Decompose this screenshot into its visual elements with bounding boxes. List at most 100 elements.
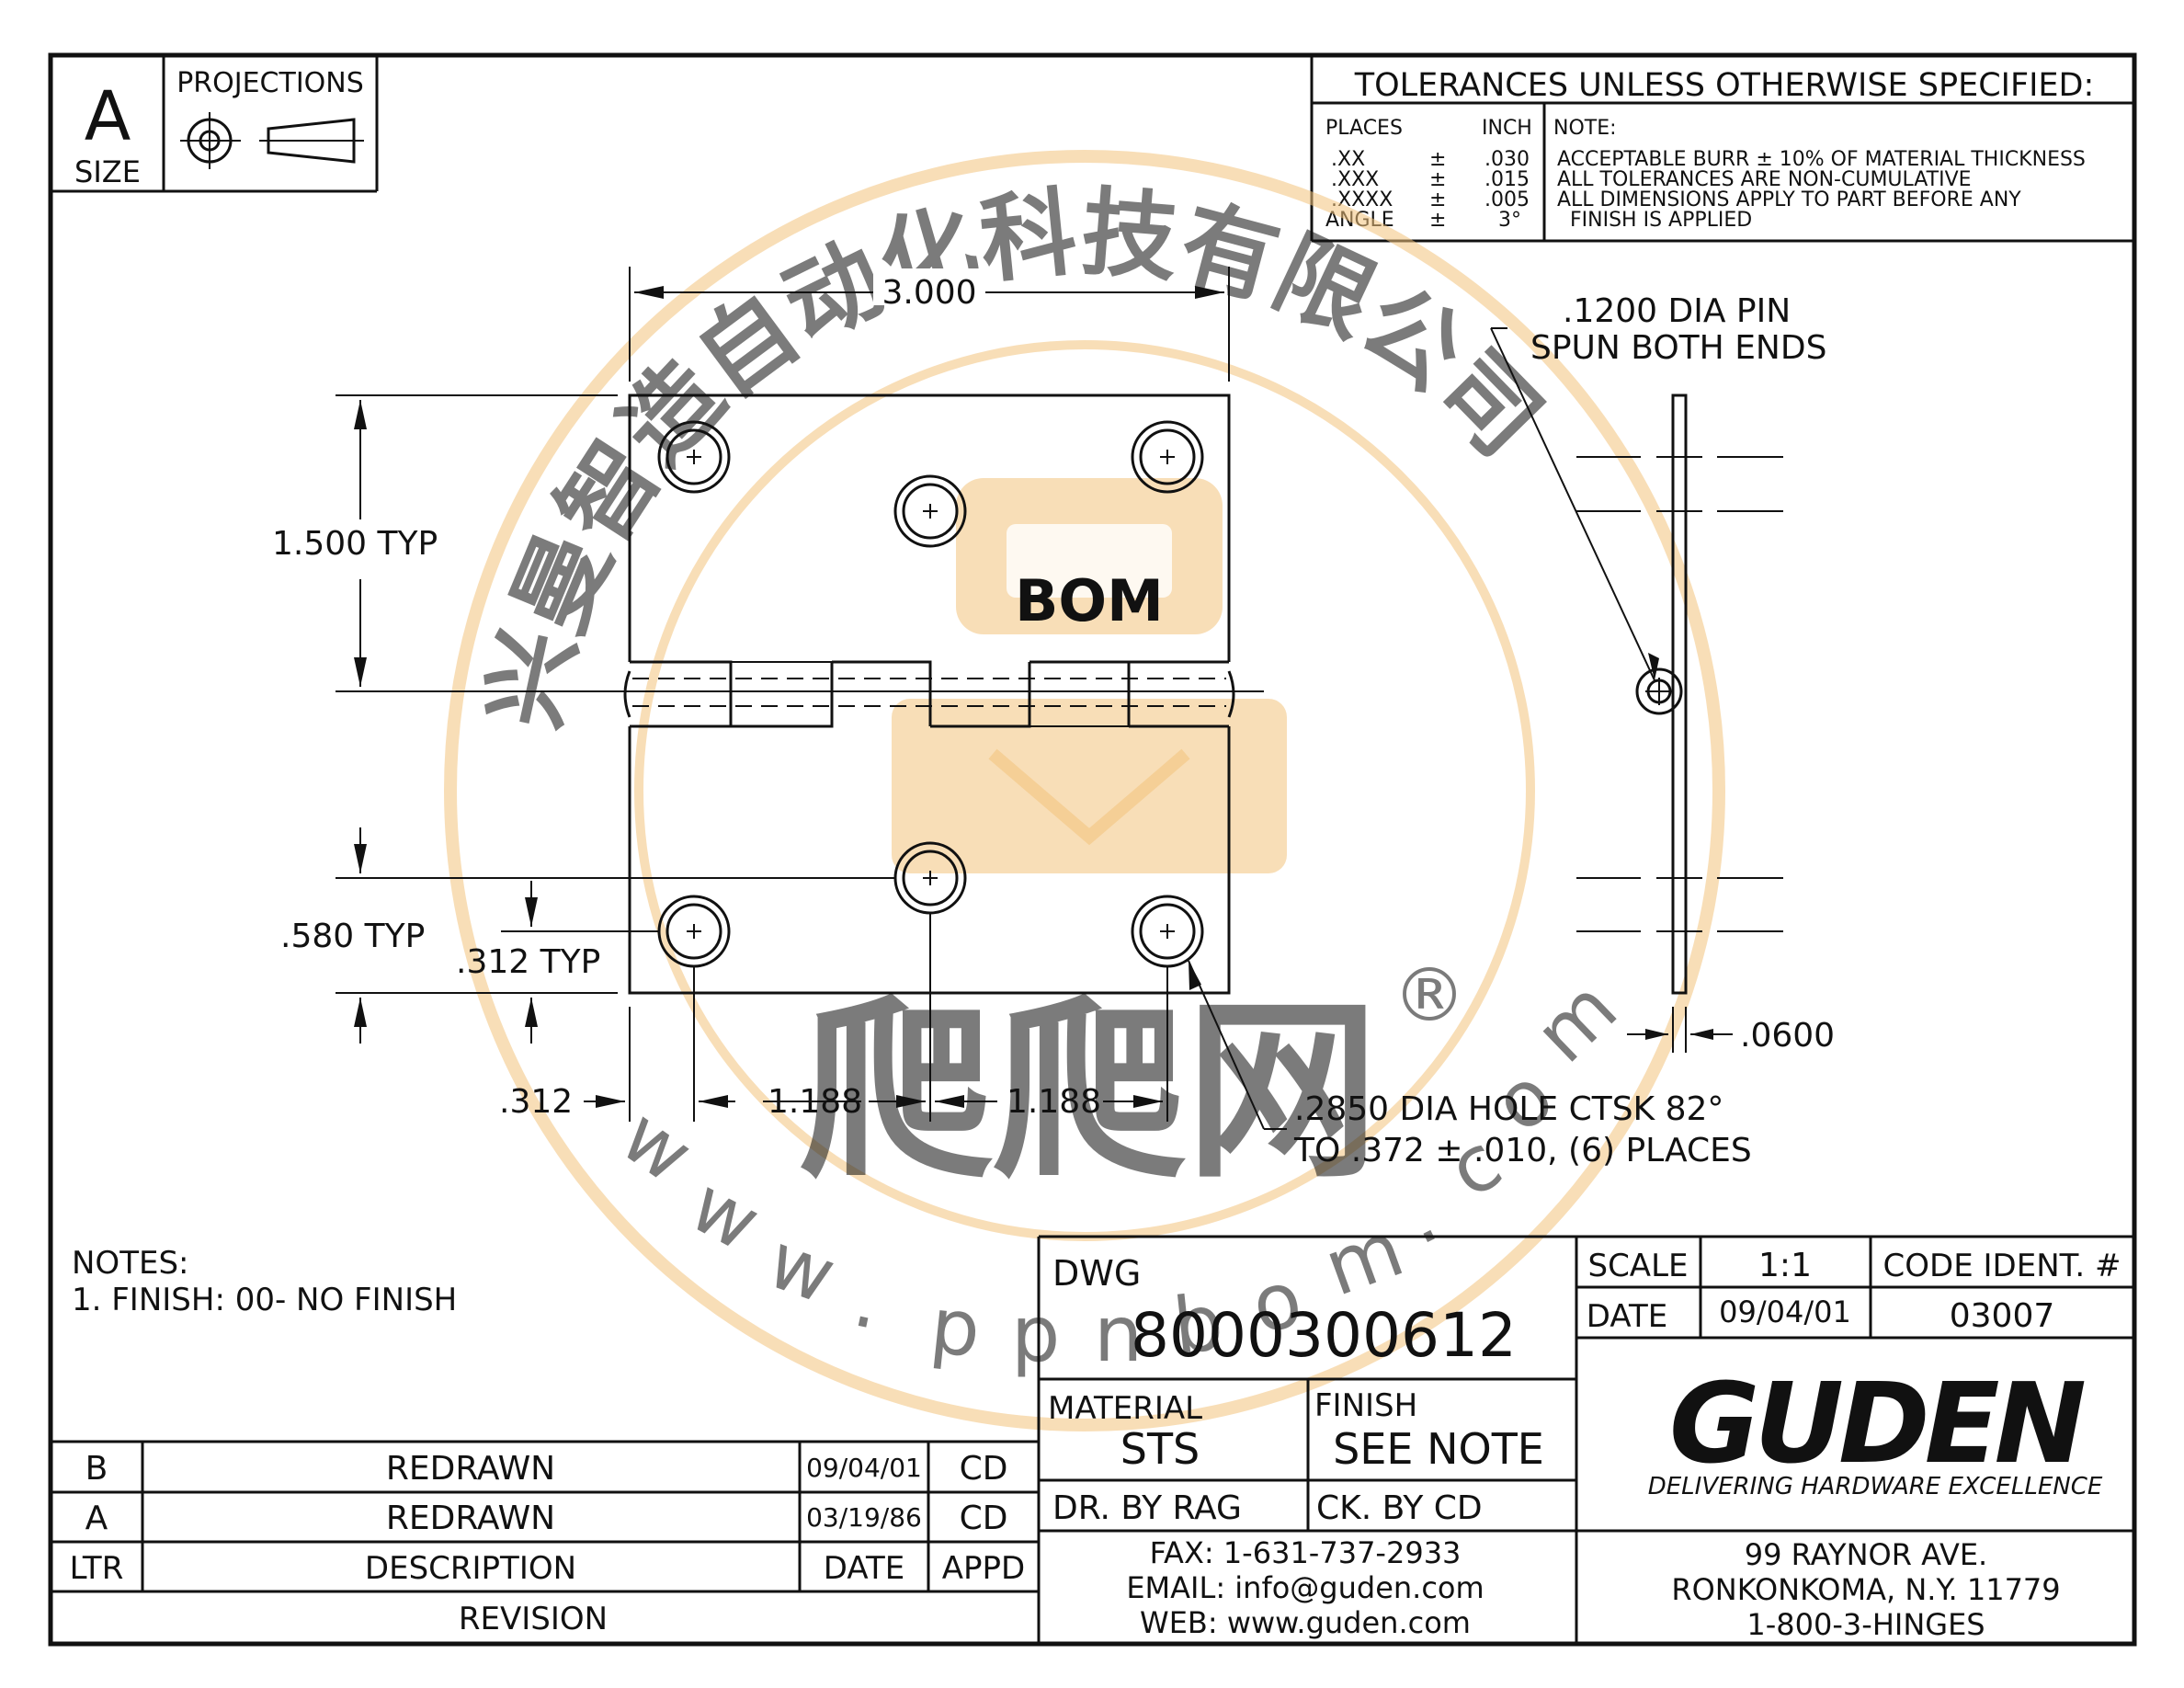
title-block: DWG 8000300612 SCALE 1:1 CODE IDENT. # D… <box>1037 1235 2134 1644</box>
date-label: DATE <box>1587 1298 1667 1335</box>
projections-label: PROJECTIONS <box>176 67 364 99</box>
revision-header-row: LTR DESCRIPTION DATE APPD <box>70 1550 1026 1587</box>
side-view-hole-centerlines <box>1576 456 1783 932</box>
watermark-registered-mark: ® <box>1393 952 1466 1038</box>
tolerance-value: .030 <box>1484 148 1530 171</box>
hole-callout-line2: TO .372 ± .010, (6) PLACES <box>1293 1132 1752 1169</box>
tolerance-pm: ± <box>1429 188 1446 211</box>
watermark-url-char: m <box>1518 963 1634 1079</box>
company-logo-text: GUDEN <box>1669 1361 2085 1488</box>
mounting-hole <box>657 420 731 494</box>
inch-header: INCH <box>1482 117 1532 140</box>
dimension-edge-offset-x-label: .312 <box>499 1083 573 1121</box>
tolerance-notes: ACCEPTABLE BURR ± 10% OF MATERIAL THICKN… <box>1557 148 2086 232</box>
revision-ltr: A <box>85 1500 108 1537</box>
revision-header-description: DESCRIPTION <box>365 1550 576 1587</box>
material-label: MATERIAL <box>1048 1390 1202 1427</box>
tolerance-block: TOLERANCES UNLESS OTHERWISE SPECIFIED: P… <box>1310 55 2134 243</box>
mounting-hole <box>893 474 967 548</box>
drawing-border <box>48 52 2137 1647</box>
revision-description: REDRAWN <box>386 1450 555 1488</box>
checked-by: CK. BY CD <box>1316 1489 1483 1527</box>
watermark-bom-text: BOM <box>1015 567 1164 634</box>
drawn-by: DR. BY RAG <box>1052 1489 1242 1527</box>
hinge-side-view: .0600 .1200 DIA PIN SPUN BOTH ENDS <box>1490 292 1835 1055</box>
revision-row: A REDRAWN 03/19/86 CD <box>85 1500 1008 1537</box>
dimension-hole-spacing-2-label: 1.188 <box>1007 1083 1101 1121</box>
address-line1: 99 RAYNOR AVE. <box>1745 1537 1987 1572</box>
watermark-url-char: w <box>756 1215 847 1322</box>
notes-item: 1. FINISH: 00- NO FINISH <box>72 1282 457 1318</box>
tolerance-place: .XXX <box>1331 168 1379 191</box>
contact-fax: FAX: 1-631-737-2933 <box>1150 1535 1462 1570</box>
material-value: STS <box>1120 1424 1200 1474</box>
dimension-hole-spacing: 1.188 1.188 <box>763 914 1168 1122</box>
finish-value: SEE NOTE <box>1333 1424 1544 1474</box>
tolerance-value: .015 <box>1484 168 1530 191</box>
side-view-knuckle <box>1635 667 1683 715</box>
size-projection-box: A SIZE PROJECTIONS <box>51 55 379 193</box>
note-header: NOTE: <box>1553 117 1617 140</box>
revision-header-date: DATE <box>824 1550 904 1587</box>
dimension-hole-spacing-1-label: 1.188 <box>768 1083 862 1121</box>
hinge-knuckles <box>623 660 1235 728</box>
first-angle-projection-icon <box>180 112 364 169</box>
tolerance-pm: ± <box>1429 168 1446 191</box>
revision-header-ltr: LTR <box>70 1550 124 1587</box>
revision-date: 09/04/01 <box>806 1453 922 1483</box>
tolerances-title: TOLERANCES UNLESS OTHERWISE SPECIFIED: <box>1354 67 2095 104</box>
general-notes: NOTES: 1. FINISH: 00- NO FINISH <box>72 1245 457 1318</box>
pin-callout: .1200 DIA PIN SPUN BOTH ENDS <box>1490 292 1826 681</box>
tolerance-place: .XX <box>1331 148 1365 171</box>
dimension-edge-offset-y: .312 TYP <box>456 881 659 1044</box>
watermark-url-char: . <box>847 1254 889 1347</box>
dimension-thickness-label: .0600 <box>1740 1017 1835 1055</box>
dimension-hole-offset-y: .580 TYP <box>280 827 896 1044</box>
revision-description: REDRAWN <box>386 1500 555 1537</box>
company-tagline: DELIVERING HARDWARE EXCELLENCE <box>1648 1473 2103 1500</box>
contact-email: EMAIL: info@guden.com <box>1126 1570 1484 1605</box>
company-logo: GUDEN DELIVERING HARDWARE EXCELLENCE <box>1648 1361 2103 1500</box>
mounting-hole <box>1131 895 1204 968</box>
size-letter: A <box>85 77 131 156</box>
revision-block: B REDRAWN 09/04/01 CD A REDRAWN 03/19/86… <box>51 1440 1039 1637</box>
revision-date: 03/19/86 <box>806 1502 922 1533</box>
watermark-bom-logo: BOM <box>892 478 1287 873</box>
revision-row: B REDRAWN 09/04/01 CD <box>85 1450 1008 1488</box>
finish-label: FINISH <box>1314 1387 1417 1424</box>
dimension-leaf-height: 1.500 TYP <box>272 394 618 687</box>
address-line2: RONKONKOMA, N.Y. 11779 <box>1671 1572 2060 1607</box>
watermark-url-char: p <box>927 1280 984 1374</box>
hinge-top-leaf <box>628 393 1231 662</box>
watermark-url-char: m <box>1313 1203 1414 1314</box>
watermark-url-char: p <box>1011 1289 1060 1379</box>
revision-ltr: B <box>85 1450 108 1488</box>
watermark: 兴曼智造自动化科技有限公司 BOM 爬爬网 ® w w w . p p n b … <box>444 150 1725 1431</box>
places-header: PLACES <box>1325 117 1403 140</box>
hole-callout: .2850 DIA HOLE CTSK 82° TO .372 ± .010, … <box>1188 960 1752 1169</box>
notes-title: NOTES: <box>72 1245 188 1282</box>
tolerance-note: ALL TOLERANCES ARE NON-CUMULATIVE <box>1557 168 1972 191</box>
side-view-leaf <box>1671 393 1688 995</box>
tolerance-pm: ± <box>1429 209 1446 232</box>
revision-appd: CD <box>960 1500 1008 1537</box>
dimension-leaf-height-label: 1.500 TYP <box>272 525 438 563</box>
revision-header-appd: APPD <box>942 1550 1025 1587</box>
date-value: 09/04/01 <box>1719 1295 1851 1329</box>
code-ident-label: CODE IDENT. # <box>1883 1248 2121 1284</box>
tolerance-value: 3° <box>1498 209 1521 232</box>
dimension-edge-offset-x: .312 <box>499 967 735 1122</box>
hole-callout-line1: .2850 DIA HOLE CTSK 82° <box>1294 1090 1723 1128</box>
dimension-width-label: 3.000 <box>882 274 976 312</box>
dimension-hole-offset-y-label: .580 TYP <box>280 918 425 955</box>
tolerance-note: ALL DIMENSIONS APPLY TO PART BEFORE ANY <box>1557 188 2021 211</box>
watermark-url-char: n <box>1094 1289 1143 1379</box>
tolerance-note: ACCEPTABLE BURR ± 10% OF MATERIAL THICKN… <box>1557 148 2086 171</box>
watermark-url-char: w <box>677 1159 775 1269</box>
size-label: SIZE <box>74 154 141 189</box>
pin-callout-line2: SPUN BOTH ENDS <box>1530 329 1826 367</box>
revision-appd: CD <box>960 1450 1008 1488</box>
watermark-outer-ring <box>444 150 1725 1431</box>
tolerance-note: FINISH IS APPLIED <box>1570 209 1752 232</box>
